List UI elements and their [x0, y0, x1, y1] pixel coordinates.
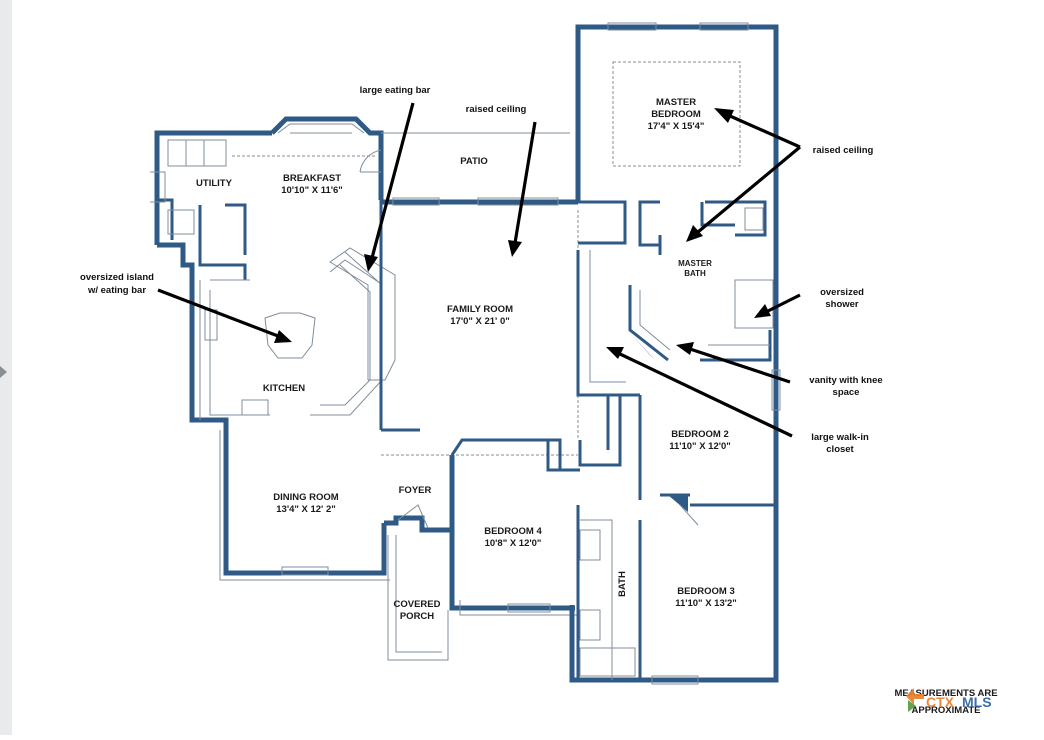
kitchen-label: KITCHEN — [263, 383, 305, 394]
bedroom-3-size: 11'10" X 13'2" — [675, 598, 737, 609]
footer: MEASUREMENTS ARE APPROXIMATE CTX MLS — [894, 688, 998, 716]
bedroom-2-size: 11'10" X 12'0" — [669, 441, 731, 452]
walls-right-block — [569, 22, 781, 685]
island-annotation-2: w/ eating bar — [87, 285, 146, 296]
annotation-labels: large eating bar raised ceiling raised c… — [80, 85, 883, 455]
master-bath-label-2: BATH — [684, 269, 706, 278]
logo-text-ctx: CTX — [926, 694, 955, 710]
master-bedroom-size: 17'4" X 15'4" — [648, 121, 705, 132]
bedroom-4-size: 10'8" X 12'0" — [485, 538, 542, 549]
bath-label: BATH — [617, 571, 628, 597]
master-bedroom-label-2: BEDROOM — [651, 109, 701, 120]
ctxmls-logo: CTX MLS — [906, 688, 992, 712]
breakfast-label: BREAKFAST — [283, 173, 341, 184]
measurements-note: MEASUREMENTS ARE — [894, 688, 997, 699]
walls-family — [381, 132, 580, 661]
closet-annotation: large walk-in — [811, 432, 869, 443]
bedroom-4-label: BEDROOM 4 — [484, 526, 542, 537]
room-labels: MASTER BEDROOM 17'4" X 15'4" MASTER BATH… — [196, 97, 737, 622]
logo-text-mls: MLS — [962, 694, 992, 710]
eating-bar-annotation: large eating bar — [360, 85, 431, 96]
dining-room-label: DINING ROOM — [273, 492, 339, 503]
walls-left-block — [150, 116, 452, 581]
logo-mark-icon — [906, 688, 924, 705]
viewer-edge[interactable] — [0, 0, 12, 735]
family-room-label: FAMILY ROOM — [447, 304, 513, 315]
shower-annotation: oversized — [820, 287, 864, 298]
vanity-annotation: vanity with knee — [809, 375, 882, 386]
bedroom-2-label: BEDROOM 2 — [671, 429, 729, 440]
vanity-annotation-2: space — [833, 387, 860, 398]
logo-mark-leaf-icon — [908, 700, 916, 712]
raised-ceiling-annotation-master: raised ceiling — [813, 145, 874, 156]
bedroom-3-label: BEDROOM 3 — [677, 586, 735, 597]
closet-annotation-2: closet — [826, 444, 854, 455]
shower-annotation-2: shower — [825, 299, 859, 310]
breakfast-size: 10'10" X 11'6" — [281, 185, 343, 196]
master-bath-label: MASTER — [678, 259, 712, 268]
utility-label: UTILITY — [196, 178, 233, 189]
measurements-note-2: APPROXIMATE — [912, 705, 981, 716]
annotation-arrows — [157, 102, 802, 438]
foyer-label: FOYER — [399, 485, 432, 496]
prev-arrow-icon[interactable] — [0, 366, 7, 378]
family-room-size: 17'0" X 21' 0" — [450, 316, 509, 327]
island-annotation: oversized island — [80, 272, 154, 283]
patio-label: PATIO — [460, 156, 488, 167]
dining-room-size: 13'4" X 12' 2" — [276, 504, 335, 515]
master-bedroom-label: MASTER — [656, 97, 696, 108]
covered-porch-label: COVERED — [394, 599, 441, 610]
raised-ceiling-annotation-family: raised ceiling — [466, 104, 527, 115]
covered-porch-label-2: PORCH — [400, 611, 434, 622]
